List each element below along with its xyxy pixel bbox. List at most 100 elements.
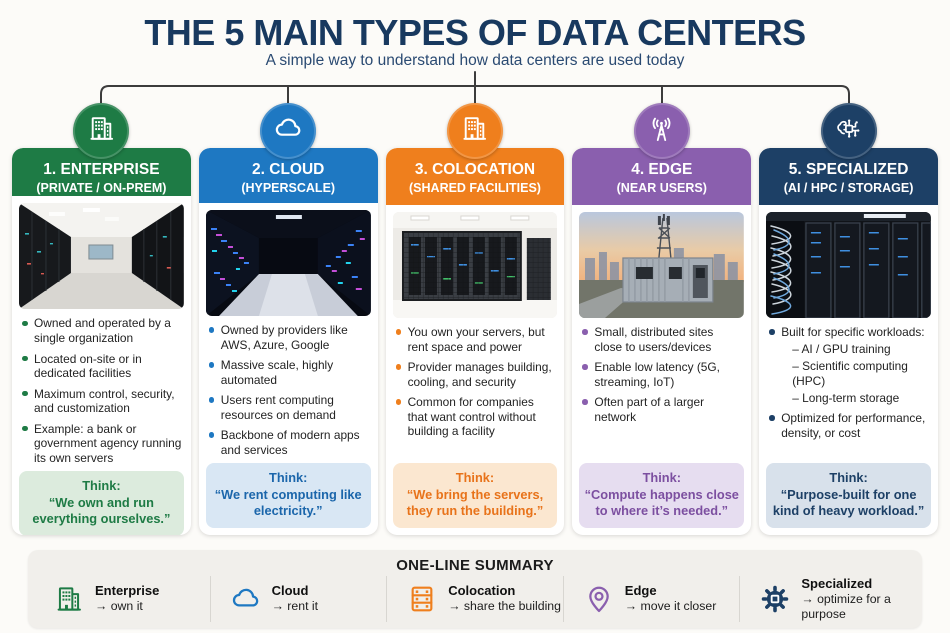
bullet-item: Built for specific workloads:– AI / GPU … xyxy=(768,325,930,405)
column-title: 1. ENTERPRISE xyxy=(43,161,160,178)
location-pin-icon xyxy=(582,582,616,616)
server-rack-icon xyxy=(405,582,439,616)
column-icon xyxy=(73,103,130,159)
summary-item-tagline: → own it xyxy=(95,599,143,614)
bullet-list: Built for specific workloads:– AI / GPU … xyxy=(759,318,938,446)
column-title: 3. COLOCATION xyxy=(414,161,536,178)
think-quote: “Compute happens close to where it’s nee… xyxy=(584,486,739,519)
think-box: Think: “We rent computing like electrici… xyxy=(205,463,371,528)
colocation-cages-photo xyxy=(392,212,558,318)
column-header: 1. ENTERPRISE (PRIVATE / ON-PREM) xyxy=(12,148,191,197)
think-box: Think: “We bring the servers, they run t… xyxy=(392,463,558,528)
think-label: Think: xyxy=(82,478,121,494)
column-card: 3. COLOCATION (SHARED FACILITIES) You ow… xyxy=(385,148,565,535)
bullet-list: Owned by providers like AWS, Azure, Goog… xyxy=(199,316,378,463)
building-icon xyxy=(52,582,86,616)
columns: 1. ENTERPRISE (PRIVATE / ON-PREM) Owned … xyxy=(12,103,938,535)
bullet-item: Small, distributed sites close to users/… xyxy=(581,325,743,354)
column-icon xyxy=(633,103,690,159)
bullet-item: Backbone of modern apps and services xyxy=(208,428,370,457)
think-quote: “We rent computing like electricity.” xyxy=(214,486,362,519)
column-icon xyxy=(446,103,503,159)
summary-item-enterprise: Enterprise → own it xyxy=(34,576,210,622)
enterprise-server-room-photo xyxy=(19,203,184,310)
summary-item-label: Enterprise xyxy=(95,583,160,599)
column-icon xyxy=(260,103,317,159)
bullet-item: Optimized for performance, density, or c… xyxy=(768,411,930,440)
summary-title: ONE-LINE SUMMARY xyxy=(396,557,554,574)
column-enterprise: 1. ENTERPRISE (PRIVATE / ON-PREM) Owned … xyxy=(12,103,191,535)
bullet-sub-item: – Scientific computing (HPC) xyxy=(792,359,908,388)
cloud-icon xyxy=(229,582,263,616)
think-label: Think: xyxy=(269,470,308,486)
bullet-list: Owned and operated by a single organizat… xyxy=(12,309,191,471)
bullet-list: Small, distributed sites close to users/… xyxy=(572,318,751,430)
column-card: 5. SPECIALIZED (AI / HPC / STORAGE) Buil… xyxy=(759,148,938,535)
column-cloud: 2. CLOUD (HYPERSCALE) Owned by providers… xyxy=(198,103,378,535)
think-box: Think: “Compute happens close to where i… xyxy=(579,463,745,528)
bullet-item: Provider manages building, cooling, and … xyxy=(395,360,557,389)
column-edge: 4. EDGE (NEAR USERS) Small, distributed … xyxy=(572,103,752,535)
think-quote: “We own and run everything ourselves.” xyxy=(32,494,171,527)
column-card: 1. ENTERPRISE (PRIVATE / ON-PREM) Owned … xyxy=(12,148,191,535)
think-label: Think: xyxy=(642,470,681,486)
summary-row: Enterprise → own it Cloud → rent it Colo… xyxy=(34,576,916,622)
summary-item-edge: Edge → move it closer xyxy=(562,576,740,622)
bullet-item: Example: a bank or government agency run… xyxy=(21,422,183,466)
specialized-cabled-racks-photo xyxy=(766,212,931,318)
think-quote: “Purpose-built for one kind of heavy wor… xyxy=(772,486,925,519)
summary-item-label: Specialized xyxy=(801,575,873,591)
column-title: 2. CLOUD xyxy=(252,161,325,178)
building-icon xyxy=(459,113,490,149)
gear-chip-icon xyxy=(758,582,792,616)
ai-chip-icon xyxy=(833,113,864,149)
column-card: 2. CLOUD (HYPERSCALE) Owned by providers… xyxy=(198,148,378,535)
summary-item-label: Edge xyxy=(624,583,657,599)
column-colocation: 3. COLOCATION (SHARED FACILITIES) You ow… xyxy=(385,103,565,535)
summary-item-tagline: → move it closer xyxy=(624,599,717,614)
one-line-summary: ONE-LINE SUMMARY Enterprise → own it Clo… xyxy=(28,550,922,628)
think-box: Think: “We own and run everything oursel… xyxy=(19,471,184,535)
page-subtitle: A simple way to understand how data cent… xyxy=(265,52,685,69)
bullet-item: You own your servers, but rent space and… xyxy=(395,325,557,354)
cloud-neon-racks-photo xyxy=(205,210,371,316)
bullet-item: Owned by providers like AWS, Azure, Goog… xyxy=(208,323,370,352)
bullet-item: Enable low latency (5G, streaming, IoT) xyxy=(581,360,743,389)
bullet-sub-item: – AI / GPU training xyxy=(792,342,891,357)
bullet-item: Users rent computing resources on demand xyxy=(208,393,370,422)
bullet-item: Maximum control, security, and customiza… xyxy=(21,387,183,416)
bullet-item: Often part of a larger network xyxy=(581,395,743,424)
page-title: THE 5 MAIN TYPES OF DATA CENTERS xyxy=(144,12,806,53)
summary-item-tagline: → optimize for a purpose xyxy=(801,591,891,622)
summary-item-cloud: Cloud → rent it xyxy=(209,576,387,622)
bullet-item: Common for companies that want control w… xyxy=(395,395,557,439)
radio-tower-icon xyxy=(646,113,677,149)
summary-item-colocation: Colocation → share the building xyxy=(386,576,563,622)
summary-item-specialized: Specialized → optimize for a purpose xyxy=(739,576,916,622)
column-header-subtitle: (NEAR USERS) xyxy=(616,180,707,195)
think-label: Think: xyxy=(455,470,495,486)
think-label: Think: xyxy=(829,470,868,486)
building-icon xyxy=(86,113,117,149)
bullet-list: You own your servers, but rent space and… xyxy=(386,318,565,445)
cloud-icon xyxy=(273,113,304,149)
think-box: Think: “Purpose-built for one kind of he… xyxy=(766,463,931,528)
bullet-item: Located on-site or in dedicated faciliti… xyxy=(21,352,183,381)
column-header-subtitle: (HYPERSCALE) xyxy=(241,180,336,195)
column-card: 4. EDGE (NEAR USERS) Small, distributed … xyxy=(572,148,752,535)
column-header-subtitle: (SHARED FACILITIES) xyxy=(409,180,541,195)
summary-item-label: Cloud xyxy=(271,583,309,599)
bullet-sub-item: – Long-term storage xyxy=(792,390,900,405)
column-title: 4. EDGE xyxy=(631,161,693,178)
column-icon xyxy=(820,103,877,159)
column-header-subtitle: (AI / HPC / STORAGE) xyxy=(783,180,914,195)
edge-container-site-photo xyxy=(579,212,745,318)
summary-item-tagline: → share the building xyxy=(448,599,561,614)
think-quote: “We bring the servers, they run the buil… xyxy=(406,486,544,519)
bullet-item: Massive scale, highly automated xyxy=(208,358,370,387)
summary-item-label: Colocation xyxy=(448,583,516,599)
column-title: 5. SPECIALIZED xyxy=(788,161,909,178)
bullet-item: Owned and operated by a single organizat… xyxy=(21,316,183,345)
summary-item-tagline: → rent it xyxy=(271,599,319,614)
